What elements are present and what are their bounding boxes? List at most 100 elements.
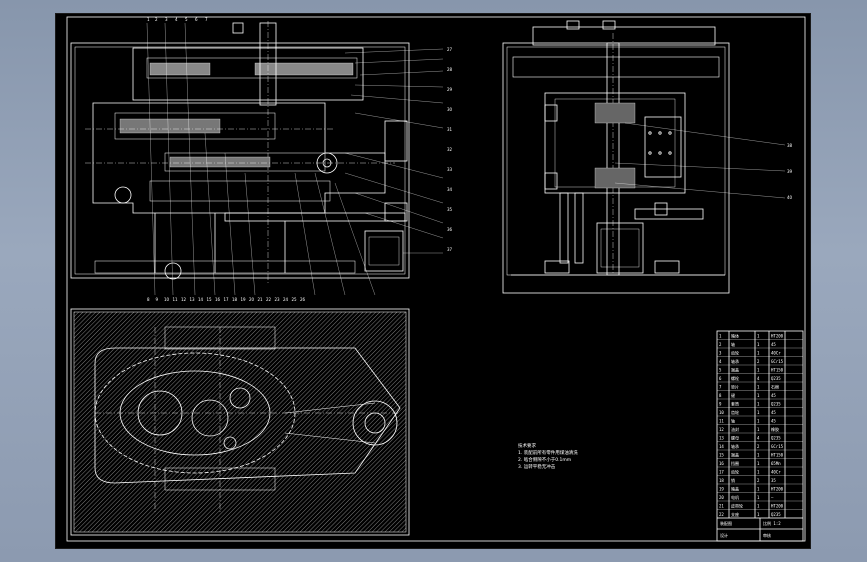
part-number-label: 37 — [447, 247, 453, 252]
part-number-label: 31 — [447, 127, 453, 132]
part-number-label: 33 — [447, 167, 453, 172]
table-cell: HT150 — [771, 368, 784, 373]
section-view — [70, 308, 410, 536]
table-cell: HT150 — [771, 453, 784, 458]
table-cell: 支座 — [731, 511, 739, 517]
table-cell: 1 — [757, 385, 760, 390]
table-cell: 齿轮 — [731, 350, 739, 356]
table-cell: 1 — [757, 504, 760, 509]
table-cell: 21 — [719, 504, 724, 509]
table-cell: 1 — [757, 453, 760, 458]
part-number-label: 26 — [300, 297, 306, 302]
table-cell: 13 — [719, 436, 724, 441]
part-number-label: 1 — [147, 17, 150, 22]
part-number-label: 17 — [224, 297, 230, 302]
technical-notes: 技术要求 1. 装配前所有零件用煤油清洗 2. 啮合侧隙不小于0.1mm 3. … — [518, 442, 578, 470]
title-block-scale: 比例 1:2 — [763, 520, 781, 526]
table-cell: — — [771, 495, 774, 500]
table-cell: 键 — [731, 392, 735, 398]
table-cell: 2 — [757, 478, 760, 483]
table-cell: 1 — [757, 461, 760, 466]
notes-title: 技术要求 — [518, 442, 536, 449]
table-cell: GCr15 — [771, 444, 784, 449]
table-cell: 套筒 — [731, 401, 739, 407]
table-cell: 4 — [757, 376, 760, 381]
table-cell: 齿轮 — [731, 469, 739, 475]
part-number-label: 36 — [447, 227, 453, 232]
table-cell: 箱盖 — [731, 486, 739, 492]
table-cell: 皮带轮 — [731, 503, 743, 509]
table-cell: 45 — [771, 410, 776, 415]
part-number-label: 11 — [173, 297, 179, 302]
side-view-part-numbers: 38 39 40 — [787, 143, 793, 200]
table-cell: 5 — [719, 368, 722, 373]
table-cell: 1 — [757, 410, 760, 415]
part-number-label: 24 — [283, 297, 289, 302]
table-cell: 2 — [719, 342, 722, 347]
part-number-label: 19 — [241, 297, 247, 302]
cad-drawing: 1234567891011121314151617181920212223242… — [66, 16, 806, 542]
part-number-label: 29 — [447, 87, 453, 92]
table-cell: 箱体 — [731, 333, 739, 339]
table-cell: 电机 — [731, 494, 739, 500]
part-number-label: 5 — [185, 17, 188, 22]
table-cell: 17 — [719, 470, 724, 475]
table-cell: 1 — [757, 342, 760, 347]
table-cell: HT200 — [771, 504, 784, 509]
table-cell: 轴承 — [731, 443, 739, 449]
table-cell: 2 — [757, 444, 760, 449]
table-cell: 1 — [757, 495, 760, 500]
table-cell: 轴 — [731, 341, 735, 347]
table-cell: 垫片 — [731, 384, 739, 390]
notes-line-2: 2. 啮合侧隙不小于0.1mm — [518, 456, 571, 463]
table-cell: 22 — [719, 512, 724, 517]
part-number-label: 30 — [447, 107, 453, 112]
part-number-label: 40 — [787, 195, 793, 200]
part-number-label: 34 — [447, 187, 453, 192]
table-cell: 端盖 — [731, 452, 739, 458]
table-cell: Q235 — [771, 512, 781, 517]
table-cell: 6 — [719, 376, 722, 381]
table-cell: 45 — [771, 342, 776, 347]
table-cell: 齿轮 — [731, 409, 739, 415]
table-cell: 1 — [757, 512, 760, 517]
table-cell: 4 — [757, 436, 760, 441]
table-cell: 12 — [719, 427, 724, 432]
part-number-label: 25 — [292, 297, 298, 302]
table-cell: 1 — [757, 393, 760, 398]
table-cell: 20 — [719, 495, 724, 500]
table-cell: 轴 — [731, 418, 735, 424]
table-cell: 轴承 — [731, 358, 739, 364]
part-number-label: 9 — [156, 297, 159, 302]
table-cell: 螺母 — [731, 435, 739, 441]
part-number-label: 3 — [165, 17, 168, 22]
front-view — [70, 21, 444, 296]
part-number-label: 13 — [190, 297, 196, 302]
part-number-label: 28 — [447, 67, 453, 72]
table-cell: 橡胶 — [771, 426, 779, 432]
part-number-label: 38 — [787, 143, 793, 148]
title-block-designer: 设计 — [720, 532, 728, 538]
table-cell: 15 — [719, 453, 724, 458]
table-cell: 螺栓 — [731, 375, 739, 381]
side-view — [502, 20, 786, 294]
part-number-label: 14 — [198, 297, 204, 302]
notes-line-3: 3. 运转平稳无冲击 — [518, 463, 556, 470]
part-number-label: 18 — [232, 297, 238, 302]
part-number-label: 21 — [258, 297, 264, 302]
part-number-label: 39 — [787, 169, 793, 174]
table-cell: 16 — [719, 461, 724, 466]
title-block: 装配图 比例 1:2 设计 审核 — [720, 520, 781, 538]
table-cell: 7 — [719, 385, 722, 390]
table-cell: 18 — [719, 478, 724, 483]
table-cell: 销 — [731, 477, 735, 483]
part-number-label: 2 — [155, 17, 158, 22]
table-cell: 油封 — [731, 426, 739, 432]
table-cell: Q235 — [771, 402, 781, 407]
table-cell: GCr15 — [771, 359, 784, 364]
table-cell: 65Mn — [771, 461, 781, 466]
table-cell: 10 — [719, 410, 724, 415]
